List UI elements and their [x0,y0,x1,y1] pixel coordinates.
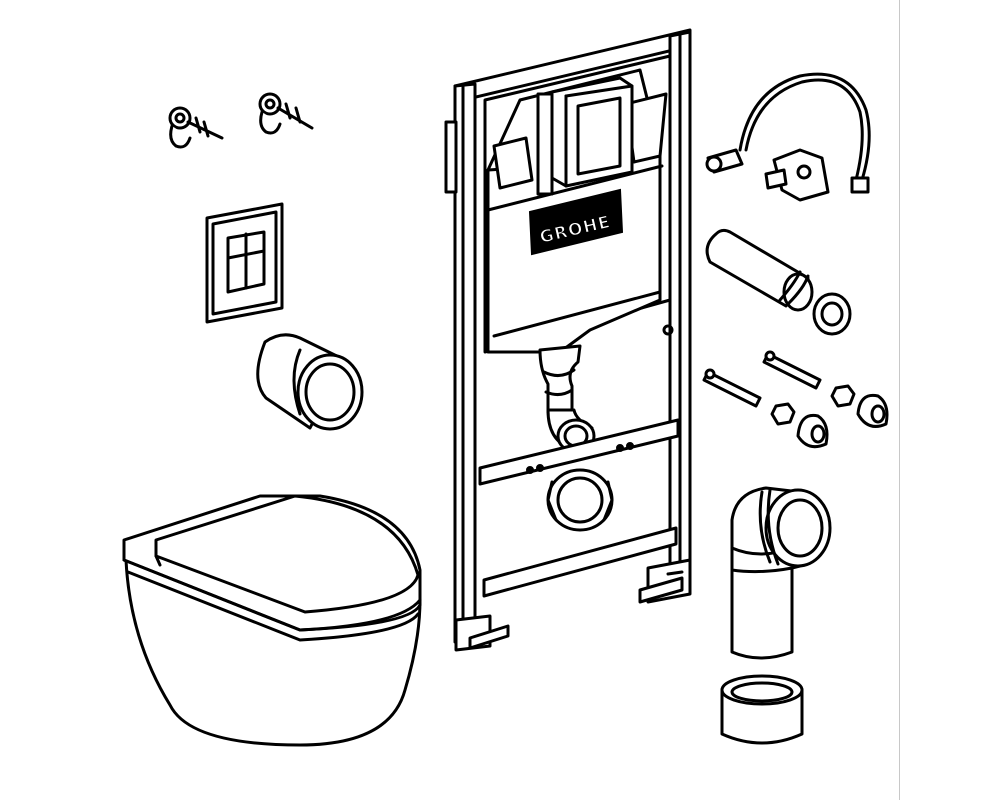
flush-pipe-sleeve [256,333,364,431]
cover-cap-left [796,413,829,449]
page-edge-line [899,0,900,800]
waste-elbow-pipe [730,486,832,660]
brand-badge: GROHE [528,188,624,256]
fixing-stud-left [702,368,762,408]
wall-hung-toilet [122,494,422,747]
hex-nut-left [770,402,796,426]
flush-connection-pipe [705,228,852,336]
installation-frame: GROHE [444,28,692,652]
flush-plate [205,202,284,324]
cistern-outlet-pipe [538,344,596,454]
waste-outlet-ring [546,468,614,532]
fixing-stud-right [762,350,822,390]
concealed-cistern: GROHE [486,68,668,354]
frame-feet [454,558,692,652]
protective-end-cap [720,674,804,745]
hex-nut-right [830,384,856,408]
supply-hose-and-valve [705,72,871,202]
toilet-fixing-set [702,350,889,449]
wall-mounting-bolts [168,92,314,149]
wall-bolt-right [258,92,314,135]
wall-bolt-left [168,106,224,149]
cover-cap-right [856,393,889,428]
